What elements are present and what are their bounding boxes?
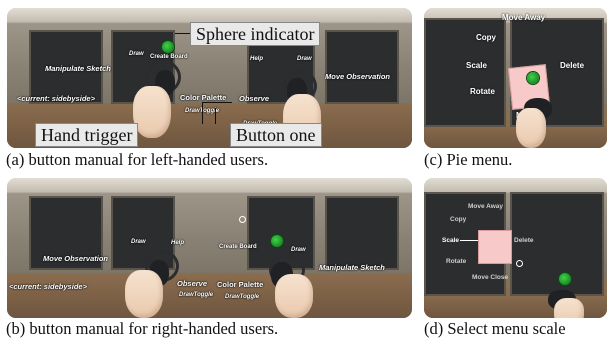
door (325, 196, 399, 270)
vr-label: Create Board (150, 54, 188, 60)
scale-selector-line (460, 240, 478, 241)
cursor-dot (239, 216, 246, 223)
vr-label: Color Palette (180, 93, 227, 102)
panel-c-screenshot: Move Away Copy Scale Delete Rotate M (424, 8, 607, 148)
panel-b-screenshot: Draw Help Move Observation <current: sid… (7, 178, 412, 318)
sketch-board[interactable] (478, 230, 512, 264)
vr-label: DrawToggle (225, 294, 260, 300)
vr-label: Observe (239, 94, 270, 103)
sphere-indicator-icon (559, 273, 571, 285)
cursor-dot (516, 260, 523, 267)
vr-label: Draw (297, 56, 312, 62)
select-item-copy[interactable]: Copy (450, 216, 467, 223)
select-item-delete[interactable]: Delete (514, 237, 534, 244)
vr-label: Draw (129, 51, 144, 57)
sphere-indicator-icon (271, 235, 283, 247)
vr-label: Manipulate Sketch (319, 263, 385, 272)
vr-label: Draw (131, 239, 146, 245)
vr-label: <current: sidebyside> (17, 94, 95, 103)
vr-label: <current: sidebyside> (9, 282, 87, 291)
sphere-indicator-icon (527, 72, 539, 84)
panel-d-screenshot: Move Away Copy Scale Delete Rotate Move … (424, 178, 607, 318)
right-hand (516, 108, 546, 148)
select-item-scale[interactable]: Scale (442, 237, 459, 244)
vr-label: Manipulate Sketch (45, 64, 111, 73)
sphere-indicator-icon (162, 41, 174, 53)
pie-item-move-away[interactable]: Move Away (502, 13, 546, 22)
caption-a: (a) button manual for left-handed users. (6, 150, 269, 169)
floor (7, 273, 412, 318)
caption-c: (c) Pie menu. (424, 150, 513, 169)
caption-b: (b) button manual for right-handed users… (6, 319, 279, 338)
right-hand (554, 298, 584, 318)
pie-item-rotate[interactable]: Rotate (470, 87, 495, 96)
pie-item-scale[interactable]: Scale (466, 61, 487, 70)
select-item-move-close[interactable]: Move Close (472, 274, 509, 281)
door (510, 192, 604, 296)
vr-label: Help (250, 56, 264, 62)
vr-label: DrawToggle (179, 292, 214, 298)
vr-label: Observe (177, 279, 208, 288)
vr-label: Move Observation (325, 72, 391, 81)
callout-line (175, 33, 190, 34)
callout-line (202, 102, 232, 103)
caption-d: (d) Select menu scale (424, 319, 566, 338)
door (29, 30, 103, 104)
select-item-rotate[interactable]: Rotate (446, 258, 467, 265)
door (424, 18, 506, 127)
callout-line (215, 108, 216, 124)
door (325, 30, 399, 104)
pie-item-copy[interactable]: Copy (476, 33, 496, 42)
right-hand (275, 274, 313, 318)
vr-label: Help (171, 240, 185, 246)
sphere-indicator-callout: Sphere indicator (190, 22, 321, 46)
button-one-callout: Button one (230, 123, 322, 147)
vr-label: Move Observation (43, 254, 109, 263)
callout-line (202, 102, 203, 124)
floor (424, 122, 607, 148)
select-item-move-away[interactable]: Move Away (468, 203, 504, 210)
vr-label: Color Palette (217, 280, 264, 289)
pie-item-delete[interactable]: Delete (560, 61, 585, 70)
door (29, 196, 103, 270)
left-hand (133, 86, 171, 138)
hand-trigger-callout: Hand trigger (35, 123, 139, 147)
left-hand (125, 270, 163, 318)
vr-label: Create Board (219, 244, 257, 250)
vr-label: Draw (291, 247, 306, 253)
